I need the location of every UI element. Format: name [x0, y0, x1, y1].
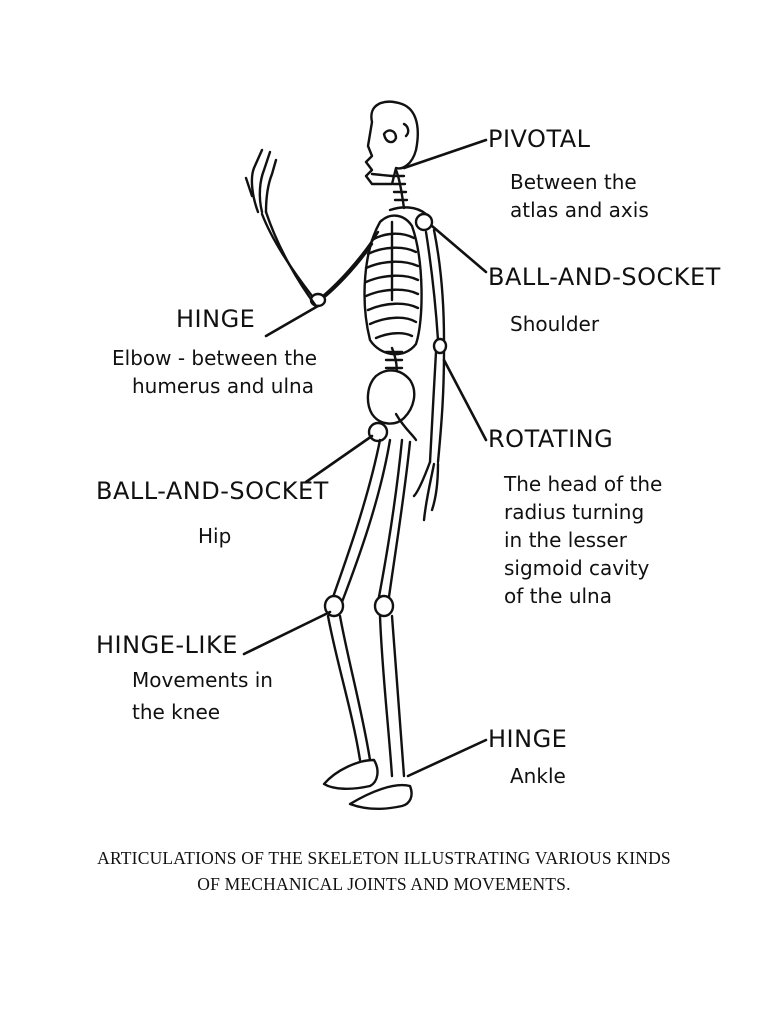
label-desc: the knee: [132, 700, 221, 724]
label-desc: of the ulna: [504, 584, 612, 608]
label-title: HINGE: [488, 725, 568, 753]
label-title: PIVOTAL: [488, 125, 591, 153]
pelvis: [366, 369, 418, 443]
shoulder-joint: [414, 212, 434, 232]
skull: [364, 100, 419, 186]
clavicle: [388, 206, 428, 216]
callout-pivotal: PIVOTAL Between the atlas and axis: [488, 124, 649, 224]
label-desc: Movements in: [132, 668, 273, 692]
leader-lines: [242, 138, 488, 778]
label-title: ROTATING: [488, 425, 614, 453]
leader-ankle: [406, 738, 488, 778]
caption-line: OF MECHANICAL JOINTS AND MOVEMENTS.: [197, 874, 571, 894]
label-desc: Elbow - between the: [112, 346, 318, 370]
leader-hip: [304, 434, 374, 484]
label-title: BALL-AND-SOCKET: [96, 477, 329, 505]
raised-arm: [244, 148, 380, 308]
label-desc: atlas and axis: [510, 198, 649, 222]
leader-rotating: [442, 358, 488, 442]
label-desc: in the lesser: [504, 528, 627, 552]
label-desc: The head of the: [504, 472, 663, 496]
callout-hip: BALL-AND-SOCKET Hip: [96, 476, 329, 550]
leader-elbow: [264, 304, 320, 338]
legs: [322, 438, 413, 810]
label-desc: humerus and ulna: [132, 374, 314, 398]
label-desc: Hip: [198, 524, 232, 548]
callout-elbow: HINGE Elbow - between the humerus and ul…: [112, 304, 317, 400]
leader-pivotal: [402, 138, 488, 170]
label-desc: radius turning: [504, 500, 645, 524]
cervical-spine: [390, 168, 409, 210]
callout-knee: HINGE-LIKE Movements in the knee: [96, 630, 273, 726]
label-desc: Between the: [510, 170, 637, 194]
figure-caption: ARTICULATIONS OF THE SKELETON ILLUSTRATI…: [84, 845, 684, 897]
label-desc: Ankle: [510, 764, 566, 788]
hanging-arm: [412, 228, 448, 522]
label-title: HINGE: [176, 305, 256, 333]
leader-shoulder: [430, 224, 488, 274]
leader-knee: [242, 610, 332, 656]
label-desc: Shoulder: [510, 312, 600, 336]
rib-cage: [363, 214, 423, 356]
callout-shoulder: BALL-AND-SOCKET Shoulder: [488, 262, 721, 338]
label-title: BALL-AND-SOCKET: [488, 263, 721, 291]
lumbar-spine: [384, 346, 404, 380]
callout-rotating: ROTATING The head of the radius turning …: [488, 424, 662, 610]
caption-line: ARTICULATIONS OF THE SKELETON ILLUSTRATI…: [97, 848, 671, 868]
hip-joint: [367, 421, 389, 443]
callout-ankle: HINGE Ankle: [488, 724, 567, 790]
label-desc: sigmoid cavity: [504, 556, 650, 580]
label-title: HINGE-LIKE: [96, 631, 238, 659]
